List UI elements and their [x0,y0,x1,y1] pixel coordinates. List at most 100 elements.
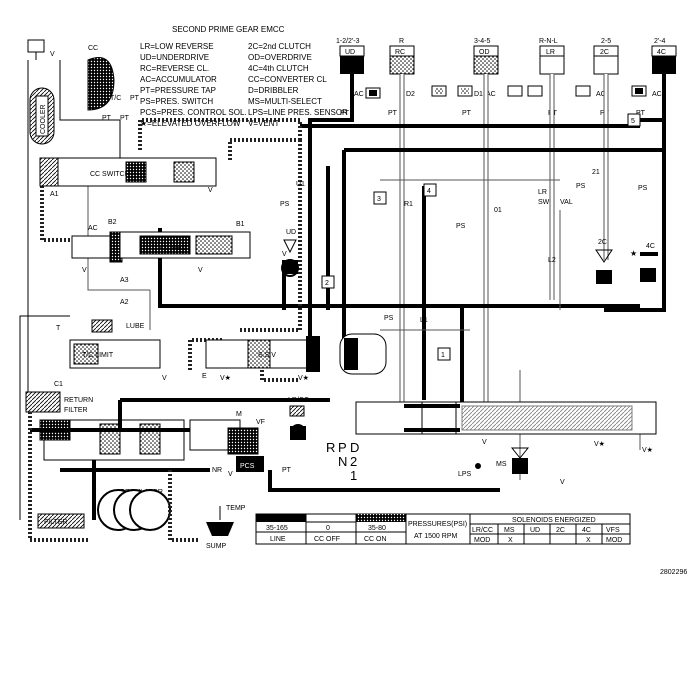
ms-label: MS [496,461,507,468]
pressure-label: LINE [270,536,286,543]
gear-letter: D [350,440,359,455]
sump-label: SUMP [206,543,227,550]
star-label: ★ [630,249,637,258]
pressure-range: 35-80 [368,525,386,532]
u1-label: U1 [296,181,305,188]
pt-label: PT [340,110,350,117]
clutch-range-label: 2'-4 [654,38,666,45]
pt-label: PT [636,110,646,117]
diagram-title: SECOND PRIME GEAR EMCC [172,25,285,34]
l1-label: L1 [420,317,428,324]
pt-label: PT [102,115,112,122]
pt-label: PT [282,467,292,474]
solenoid-column: 2C [556,527,565,534]
return-filter-label: FILTER [64,407,88,414]
accumulator-ac: AC V [71,225,123,274]
vf-label: VF [256,419,265,426]
r1-label: R1 [404,201,413,208]
cooler: COOLER [29,87,55,145]
check-ball-number: 4 [427,188,431,195]
solenoid-table: SOLENOIDS ENERGIZED LR/CC MS UD 2C 4C VF… [469,513,631,545]
cc-switch-label: CC SWITCH [90,171,130,178]
b2-label: B2 [108,219,117,226]
vent-label: V [198,267,203,274]
legend-right-item: D=DRIBBLER [248,86,299,95]
lrcc-solenoid: LR/CC [288,397,309,440]
clutch-range-label: R-N-L [539,38,558,45]
clutch-lr: R-N-L LR [539,38,565,75]
pressure-range: 0 [326,525,330,532]
solenoid-column: MS [504,527,515,534]
check-ball-2: 2 [321,275,335,289]
gear-selector: R P N D 2 1 [326,440,359,483]
clutch-range-label: 1-2/2'-3 [336,38,360,45]
clutch-name-label: OD [479,49,490,56]
lr-sw-label: SW [538,199,550,206]
clutch-rc: R RC [389,38,415,75]
solenoid-column: 4C [582,527,591,534]
pressure-swatch-line [256,514,306,522]
legend-right: 2C=2nd CLUTCH OD=OVERDRIVE 4C=4th CLUTCH… [248,42,348,128]
torque-converter: CC T/C PT PT PT [87,45,140,122]
tc-label: T/C [110,95,121,102]
vent-label: V [208,187,213,194]
pressure-heading: PRESSURES(PSI) [408,521,467,528]
vent-label: V [50,51,55,58]
cc-reg-label: CC REG. [160,245,189,252]
legend-left-item: PCS=PRES. CONTROL SOL. [140,108,247,117]
lps-label: LPS [458,471,472,478]
pt-label: PT [388,110,398,117]
clutch-4c: 2'-4 4C [651,38,677,74]
vent-label: V [162,375,167,382]
ac-label: AC [354,91,364,98]
cooler-label: COOLER [40,104,47,134]
legend-left-item: UD=UNDERDRIVE [140,53,209,62]
line-pressure-sensor: LPS [458,463,481,478]
t-label: T [56,325,61,332]
vent-label: V [228,471,233,478]
ud-acc-label: UD [286,229,296,236]
n21-label: 21 [592,169,600,176]
pt-label: PT [462,110,472,117]
pressure-range: 35-165 [266,525,288,532]
multi-select-solenoid: MS [496,447,530,474]
legend-left-item: PS=PRES. SWITCH [140,97,213,106]
return-filter: RETURN FILTER [25,391,93,414]
a3-label: A3 [120,277,129,284]
vstar-label: V★ [642,446,653,454]
check-ball-4: 4 [423,183,437,197]
ud-accumulator: UD [281,229,299,277]
c2-accumulator: 2C [595,239,613,284]
clutch-name-label: RC [395,49,405,56]
solenoid-column: VFS [606,527,620,534]
vstar-label: V★ [298,374,309,382]
vstar-label: V★ [594,440,605,448]
manual-valve-block [339,333,387,375]
c2-acc-label: 2C [598,239,607,246]
clutch-name-label: LR [546,49,555,56]
pressure-swatch-off [305,513,357,523]
legend-right-item: 4C=4th CLUTCH [248,64,309,73]
d2-label: D2 [406,91,415,98]
a1-label: A1 [50,191,59,198]
vent-label: V [560,479,565,486]
temp-sensor: TEMP [219,505,246,520]
ssv-label: S.S.V [258,352,276,359]
vent-label: V [482,439,487,446]
ac-label: AC [652,91,662,98]
pt-label: PT [130,95,140,102]
clutch-name-label: 4C [657,49,666,56]
tc-limit-label: T/C LIMIT [82,352,114,359]
legend-left-item: LR=LOW REVERSE [140,42,214,51]
clutch-range-label: R [399,38,404,45]
return-filter-label: RETURN [64,397,93,404]
solenoid-switch-valve: S.S.V [205,336,320,372]
ps-label: PS [638,185,648,192]
tc-limit-valve: T T/C LIMIT V [56,325,167,382]
legend-right-item: V=VENT [248,119,279,128]
gear-letter: N [338,454,347,469]
c4-acc-label: 4C [646,243,655,250]
e-label: E [202,373,207,380]
check-ball-1: 1 [437,347,451,361]
